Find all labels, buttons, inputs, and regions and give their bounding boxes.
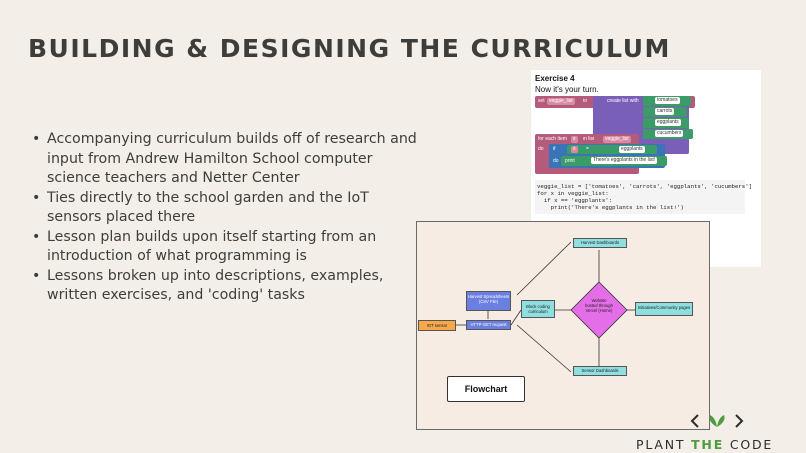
harvest-dashboards-node: Harvest Dashboards	[573, 238, 627, 248]
website-node-label: Website hosted through Vercel (Home)	[585, 298, 613, 313]
initiatives-node: Initiatives/Community pages	[635, 302, 693, 316]
sensor-dashboards-node: Sensor Dashboards	[573, 366, 627, 376]
do-label: do	[553, 158, 559, 164]
create-list-label: create list with	[607, 98, 639, 104]
code-line: for x in veggie_list:	[537, 190, 609, 197]
code-line: if x == 'eggplants':	[537, 197, 613, 204]
iot-sensor-node: IOT sensor	[418, 320, 456, 331]
bullet-item: Lessons broken up into descriptions, exa…	[30, 267, 420, 306]
flowchart-connectors	[456, 241, 635, 373]
list-item: tomatoes	[655, 97, 680, 104]
code-brackets-leaf-icon	[690, 414, 744, 428]
eggplants-pill: eggplants	[619, 146, 645, 153]
http-request-node: HTTP-GET request	[466, 320, 511, 330]
to-label: to	[583, 98, 588, 104]
x-pill: x	[571, 136, 578, 143]
website-diamond	[570, 281, 628, 339]
var-pill: veggie_list	[603, 136, 631, 143]
exercise-subtitle: Now it's your turn.	[535, 85, 599, 94]
eq-label: =	[586, 146, 589, 152]
brand-accent: THE	[691, 437, 725, 452]
if-label: if	[553, 146, 556, 152]
set-label: set	[538, 98, 545, 104]
list-item: carrots	[655, 108, 675, 115]
slide-title: BUILDING & DESIGNING THE CURRICULUM	[28, 34, 671, 63]
bullet-item: Lesson plan builds upon itself starting …	[30, 228, 420, 267]
message-pill: There's eggplants in the list!	[591, 157, 658, 164]
for-each-label: for each item	[538, 136, 567, 142]
flowchart-label: Flowchart	[447, 376, 525, 402]
bullet-item: Ties directly to the school garden and t…	[30, 189, 420, 228]
block-coding-node: Block coding curriculum	[521, 300, 555, 318]
compare-block	[567, 145, 657, 154]
brand-name: PLANT THE CODE	[636, 437, 773, 452]
brand-part: CODE	[724, 437, 774, 452]
print-label: print	[565, 158, 575, 164]
bullet-item: Accompanying curriculum builds off of re…	[30, 130, 420, 189]
brand-part: PLANT	[636, 437, 692, 452]
code-line: veggie_list = ['tomatoes', 'carrots', 'e…	[537, 183, 753, 190]
x-pill: x	[571, 146, 578, 153]
list-item: eggplants	[655, 119, 681, 126]
exercise-title: Exercise 4	[535, 74, 575, 83]
list-item: cucumbers	[655, 130, 684, 137]
python-code: veggie_list = ['tomatoes', 'carrots', 'e…	[535, 180, 752, 214]
harvest-spreadsheets-node: Harvest Spreadsheets (CSV File)	[466, 291, 511, 311]
in-list-label: in list	[583, 136, 595, 142]
flowchart-image: IOT sensor Harvest Spreadsheets (CSV Fil…	[416, 221, 710, 430]
var-pill: veggie_list	[547, 98, 575, 105]
code-line: print('There's eggplants in the list!')	[537, 204, 684, 211]
bullet-list: Accompanying curriculum builds off of re…	[30, 130, 420, 306]
do-label: do	[538, 146, 544, 152]
